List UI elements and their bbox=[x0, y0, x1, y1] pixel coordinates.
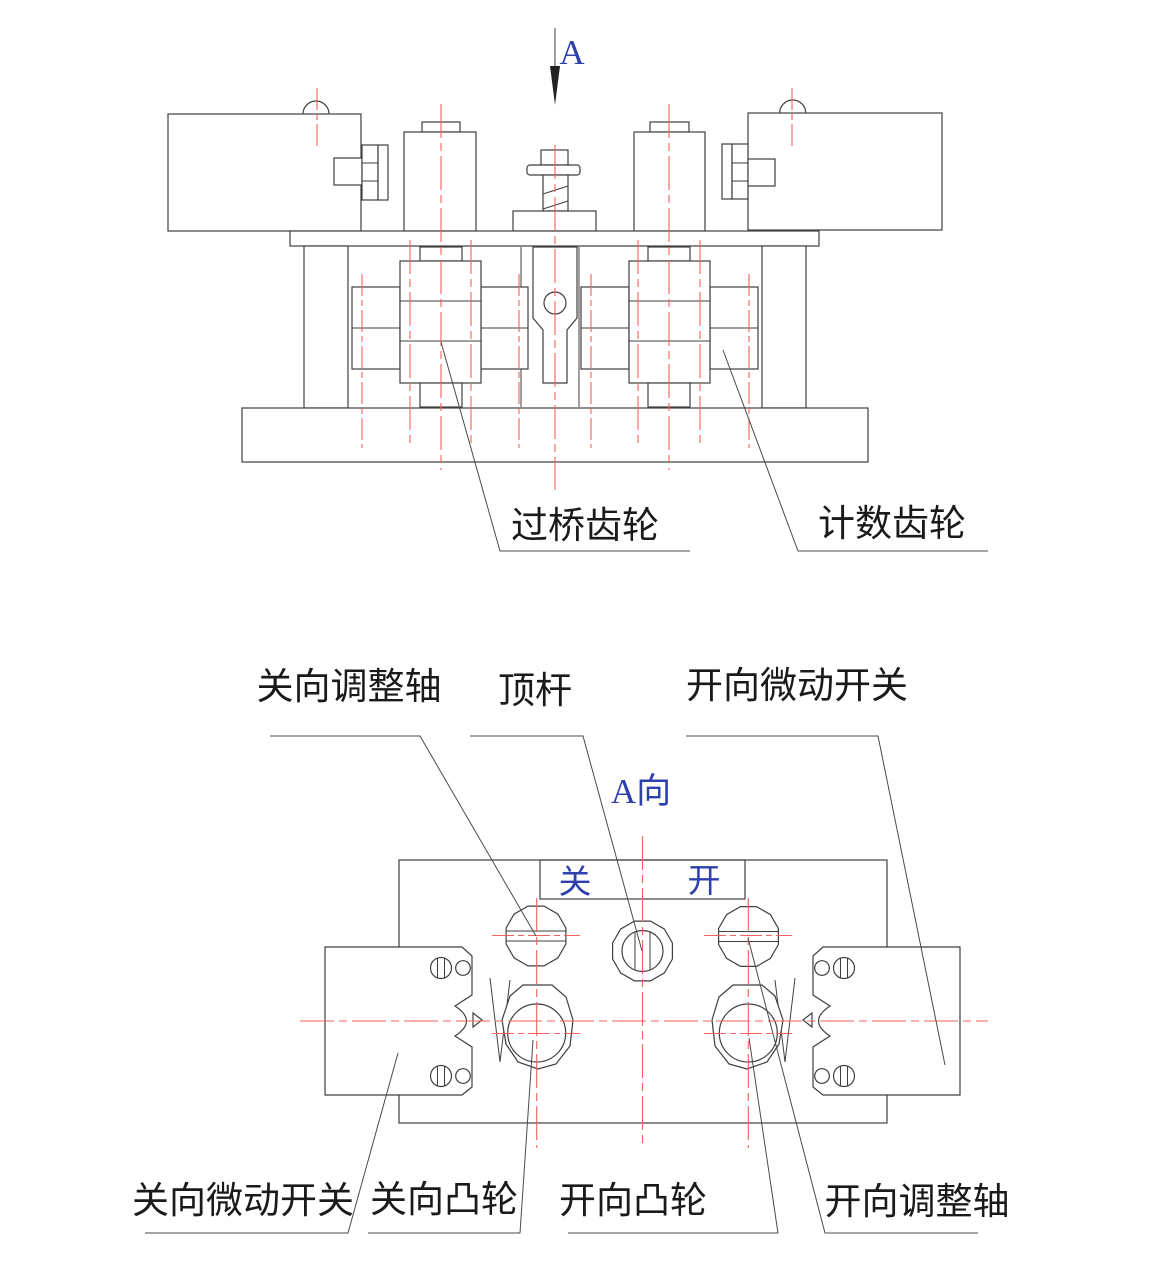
arrow-head-icon bbox=[550, 66, 560, 105]
open-mark: 开 bbox=[688, 864, 721, 900]
leader-line bbox=[145, 1052, 399, 1234]
a-view-title: A向 bbox=[611, 772, 671, 811]
leader-line bbox=[722, 349, 988, 552]
leader-line bbox=[686, 735, 946, 1066]
leader-line bbox=[470, 735, 643, 952]
open-adjust-shaft-label: 开向调整轴 bbox=[825, 1181, 1010, 1223]
view-direction-arrow: A bbox=[550, 28, 585, 105]
left-column bbox=[303, 245, 349, 409]
left-cylinder bbox=[403, 131, 477, 232]
close-micro-switch-label: 关向微动开关 bbox=[132, 1180, 354, 1222]
right-connector-plate-inner bbox=[731, 143, 749, 200]
left-switch-button bbox=[302, 100, 330, 115]
left-connector-plate-inner bbox=[361, 144, 379, 201]
close-mark: 关 bbox=[559, 864, 592, 901]
screw-washer bbox=[526, 164, 581, 176]
close-adjust-shaft-label: 关向调整轴 bbox=[257, 666, 442, 708]
left-switch-body bbox=[167, 113, 362, 232]
close-cam-label: 关向凸轮 bbox=[370, 1179, 518, 1221]
left-connector-block bbox=[333, 157, 363, 186]
leader-line bbox=[368, 1039, 534, 1234]
callout-open-micro-switch: 开向微动开关 bbox=[686, 665, 946, 1066]
switch-actuator-tip bbox=[472, 1011, 483, 1029]
right-connector-block bbox=[747, 158, 776, 187]
front-view-centerlines bbox=[316, 88, 793, 490]
leader-line bbox=[747, 937, 978, 1234]
right-switch-button bbox=[779, 99, 807, 114]
callout-counting-gear: 计数齿轮 bbox=[722, 349, 988, 552]
callout-open-adjust-shaft: 开向调整轴 bbox=[747, 937, 1010, 1234]
callout-close-micro-switch: 关向微动开关 bbox=[132, 1052, 399, 1234]
leader-line bbox=[270, 735, 537, 937]
leader-line bbox=[568, 1037, 779, 1234]
switch-screws bbox=[429, 956, 471, 1088]
callout-push-rod: 顶杆 bbox=[470, 670, 643, 952]
right-connector-plate-outer bbox=[721, 143, 733, 200]
right-switch-body bbox=[747, 112, 943, 231]
callout-close-adjust-shaft: 关向调整轴 bbox=[257, 666, 537, 937]
right-connector bbox=[721, 143, 776, 200]
front-view: A bbox=[167, 28, 988, 552]
bridge-gear-label: 过桥齿轮 bbox=[511, 505, 659, 547]
left-connector-plate-outer bbox=[377, 144, 389, 201]
a-direction-view: A向 关 开 bbox=[132, 665, 1010, 1234]
push-rod-label: 顶杆 bbox=[498, 670, 572, 712]
callout-bridge-gear: 过桥齿轮 bbox=[440, 341, 690, 552]
left-connector bbox=[333, 144, 389, 201]
open-micro-switch-label: 开向微动开关 bbox=[686, 665, 908, 707]
bridge-gear-assembly bbox=[351, 246, 529, 408]
view-arrow-label: A bbox=[559, 33, 585, 72]
open-cam-label: 开向凸轮 bbox=[559, 1180, 707, 1222]
counting-gear-assembly bbox=[580, 246, 759, 408]
leader-line bbox=[440, 341, 690, 552]
callout-open-cam: 开向凸轮 bbox=[559, 1037, 779, 1234]
switch-actuator-tip bbox=[802, 1011, 813, 1029]
right-column bbox=[761, 245, 807, 409]
switch-screws bbox=[814, 956, 856, 1088]
counting-gear-label: 计数齿轮 bbox=[818, 503, 966, 545]
callout-close-cam: 关向凸轮 bbox=[368, 1039, 534, 1234]
